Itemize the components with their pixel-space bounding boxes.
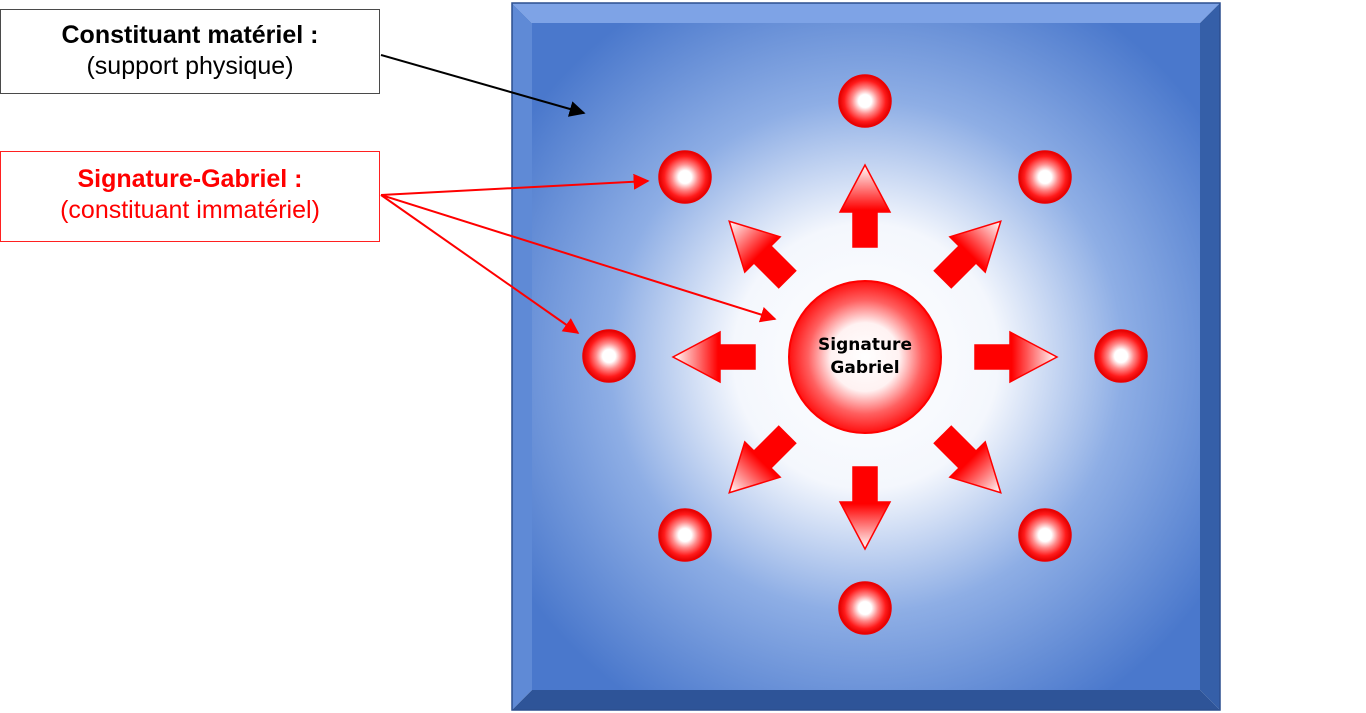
material-constituent-label: Constituant matériel : (support physique… xyxy=(0,9,380,94)
radiating-arrows xyxy=(671,163,1059,551)
arrow-south-west xyxy=(728,425,797,494)
arrow-north-west xyxy=(728,220,797,289)
central-sphere xyxy=(788,280,942,434)
central-signature: Signature Gabriel xyxy=(788,280,942,434)
signature-spheres xyxy=(582,74,1148,635)
sphere-south-west xyxy=(658,508,712,562)
material-pointer-arrow xyxy=(380,54,586,117)
gabriel-pointer-arrow-sphere xyxy=(380,173,650,196)
panel-bevel-left xyxy=(512,3,532,710)
panel-outline xyxy=(511,2,1221,711)
center-label-line2: Gabriel xyxy=(830,358,899,378)
gabriel-pointer-arrow-center xyxy=(380,194,777,323)
center-label-line1: Signature xyxy=(818,335,912,355)
sphere-west xyxy=(582,329,636,383)
arrow-east xyxy=(974,330,1059,384)
sphere-south xyxy=(838,581,892,635)
material-title: Constituant matériel : xyxy=(61,21,319,49)
arrow-west xyxy=(671,330,756,384)
sphere-south-east xyxy=(1018,508,1072,562)
panel-bevel-right xyxy=(1200,3,1220,710)
arrow-south xyxy=(838,466,892,551)
gabriel-title: Signature-Gabriel : xyxy=(77,165,303,193)
arrow-north-east xyxy=(933,220,1002,289)
sphere-north xyxy=(838,74,892,128)
material-subtitle: (support physique) xyxy=(86,52,294,80)
sphere-east xyxy=(1094,329,1148,383)
arrow-north xyxy=(838,163,892,248)
gabriel-pointer-arrow-left-sphere xyxy=(380,194,580,334)
arrow-south-east xyxy=(933,425,1002,494)
panel-bevel-top xyxy=(512,3,1220,23)
sphere-north-east xyxy=(1018,150,1072,204)
panel-bevel-bottom xyxy=(512,690,1220,710)
gabriel-subtitle: (constituant immatériel) xyxy=(60,196,320,224)
sphere-north-west xyxy=(658,150,712,204)
gabriel-signature-label: Signature-Gabriel : (constituant immatér… xyxy=(0,151,380,242)
